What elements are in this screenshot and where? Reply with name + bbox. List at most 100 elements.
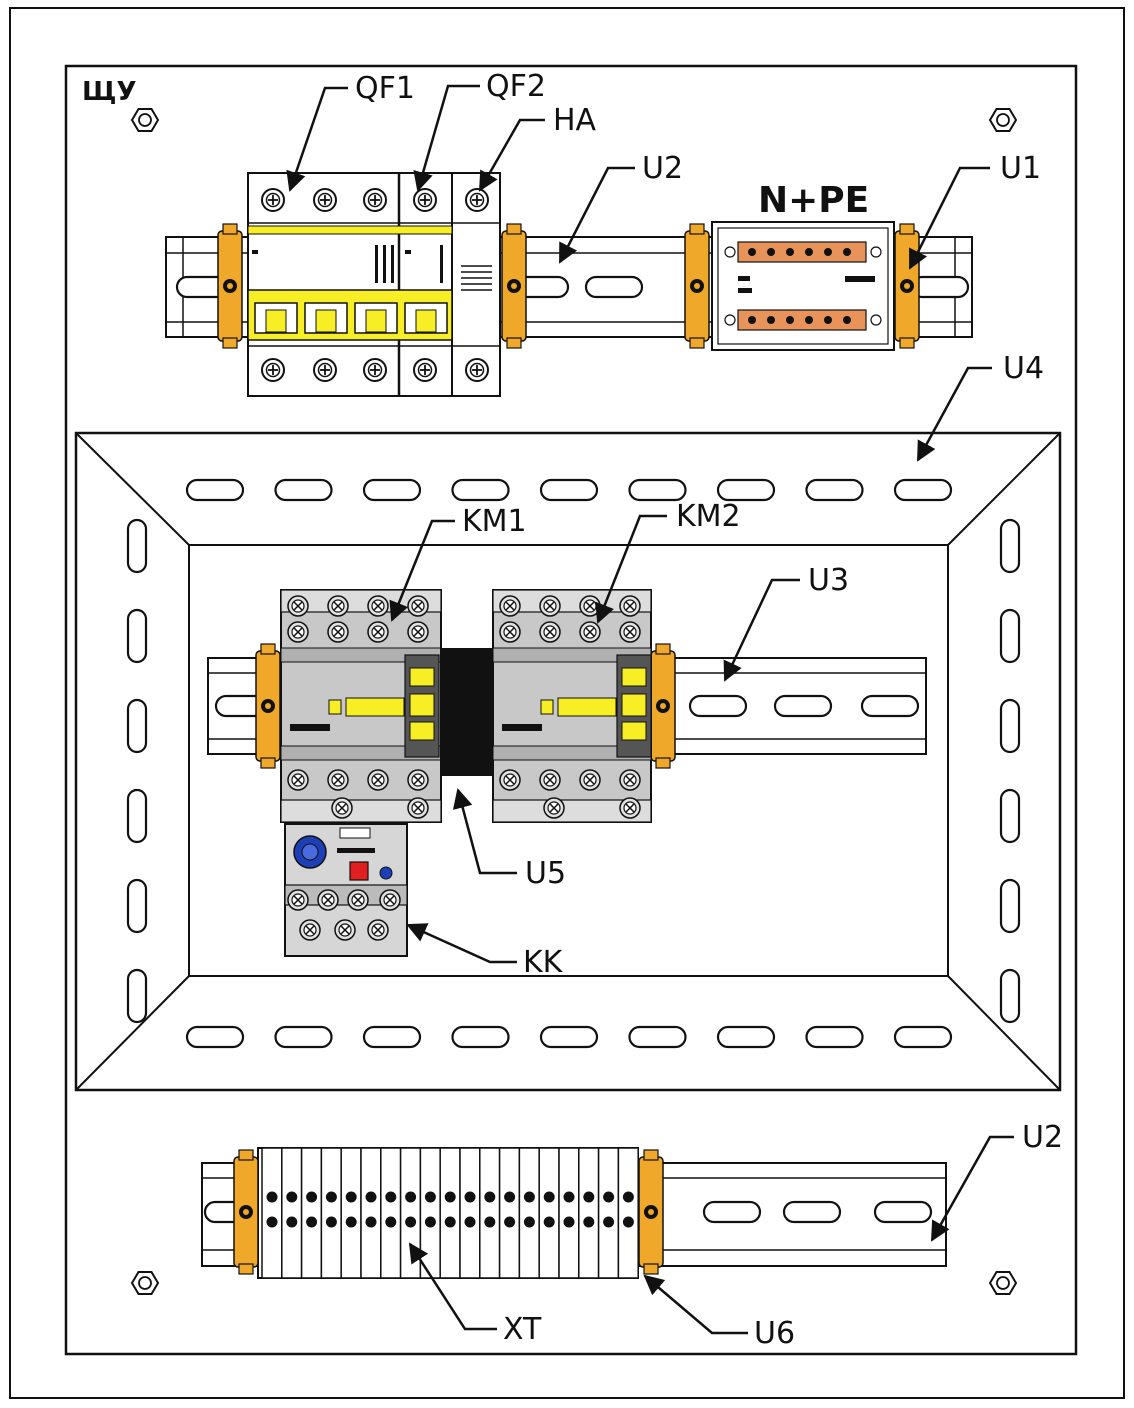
- terminal-screw: [266, 1216, 278, 1228]
- terminal-strip: [419, 1147, 441, 1279]
- terminal-screw: [345, 1191, 357, 1203]
- terminal-screw: [583, 1191, 595, 1203]
- tray-slot: [362, 478, 422, 502]
- terminal-screw: [345, 1216, 357, 1228]
- tray-slot: [451, 478, 510, 502]
- terminal-strip: [459, 1147, 481, 1279]
- terminal-screw: [622, 1216, 634, 1228]
- terminal-strip: [380, 1147, 402, 1279]
- contactor-km2: [492, 589, 652, 823]
- tray-slot: [805, 478, 864, 502]
- end-stop: [233, 1149, 259, 1275]
- terminal-screw: [385, 1191, 397, 1203]
- label-kk: KK: [523, 945, 564, 980]
- terminal-strip: [498, 1147, 521, 1279]
- terminal-screw: [484, 1191, 496, 1203]
- terminal-strip: [578, 1147, 600, 1279]
- label-xt: XT: [503, 1312, 542, 1347]
- terminal-screw: [306, 1191, 318, 1203]
- tray-slot: [126, 698, 148, 754]
- tray-slot: [539, 1025, 599, 1049]
- end-stop: [894, 223, 920, 349]
- tray-slot: [185, 478, 245, 502]
- label-ha: HA: [553, 103, 597, 138]
- end-stop: [684, 223, 710, 349]
- tray-slot: [716, 478, 776, 502]
- terminal-screw: [444, 1216, 456, 1228]
- tray-slot: [628, 1025, 687, 1049]
- terminal-screw: [266, 1191, 278, 1203]
- terminal-screw: [464, 1191, 476, 1203]
- tray-slot: [999, 878, 1021, 934]
- tray-slot: [362, 1025, 422, 1049]
- terminal-strip: [538, 1147, 560, 1279]
- terminal-screw: [444, 1191, 456, 1203]
- tray-slot: [893, 478, 953, 502]
- tray-slot: [999, 968, 1021, 1024]
- terminal-screw: [622, 1191, 634, 1203]
- terminal-strip: [479, 1147, 501, 1279]
- end-stop: [255, 643, 281, 769]
- terminal-block-xt: [257, 1147, 639, 1279]
- label-qf2: QF2: [486, 69, 546, 104]
- terminal-screw: [286, 1216, 298, 1228]
- corner-hex-nut: [131, 108, 159, 132]
- terminal-screw: [523, 1216, 535, 1228]
- tray-slot: [274, 1025, 333, 1049]
- tray-slot: [999, 698, 1021, 754]
- terminal-screw: [365, 1191, 377, 1203]
- thermal-relay-kk: [284, 823, 408, 957]
- tray-slot: [185, 1025, 245, 1049]
- tray-slot: [126, 518, 148, 574]
- terminal-screw: [563, 1216, 575, 1228]
- terminal-screw: [365, 1216, 377, 1228]
- tray-slot: [274, 478, 333, 502]
- terminal-screw: [424, 1191, 436, 1203]
- label-u5: U5: [525, 856, 566, 891]
- terminal-screw: [385, 1216, 397, 1228]
- terminal-strip: [281, 1147, 303, 1279]
- label-u2-top: U2: [642, 151, 683, 186]
- terminal-screw: [603, 1191, 615, 1203]
- corner-hex-nut: [989, 108, 1017, 132]
- tray-slot: [126, 608, 148, 664]
- terminal-screw: [484, 1216, 496, 1228]
- n-pe-busbar: [711, 221, 895, 351]
- label-qf1: QF1: [355, 71, 415, 106]
- leader-lines: [286, 84, 1014, 1335]
- terminal-strip: [300, 1147, 323, 1279]
- end-stop: [217, 223, 243, 349]
- tray-slot: [716, 1025, 776, 1049]
- terminal-screw: [543, 1191, 555, 1203]
- terminal-screw: [325, 1216, 337, 1228]
- circuit-breaker-block: [247, 172, 501, 397]
- tray-slot: [539, 478, 599, 502]
- insulator-u5: [440, 648, 493, 776]
- n-pe-label: N+PE: [758, 180, 869, 221]
- label-u1: U1: [1000, 151, 1041, 186]
- terminal-strip: [320, 1147, 342, 1279]
- terminal-screw: [325, 1191, 337, 1203]
- label-u2-bottom: U2: [1022, 1120, 1063, 1155]
- label-u3: U3: [808, 563, 849, 598]
- tray-slot: [999, 518, 1021, 574]
- tray-slot: [126, 788, 148, 844]
- tray-slot: [628, 478, 687, 502]
- terminal-screw: [405, 1216, 417, 1228]
- terminal-strip: [558, 1147, 580, 1279]
- end-stop: [650, 643, 676, 769]
- terminal-strip: [518, 1147, 540, 1279]
- label-u4: U4: [1003, 351, 1044, 386]
- terminal-strip: [597, 1147, 620, 1279]
- terminal-screw: [504, 1191, 516, 1203]
- tray-slot: [999, 788, 1021, 844]
- label-u6: U6: [754, 1316, 795, 1351]
- terminal-strip: [360, 1147, 382, 1279]
- tray-slot: [126, 878, 148, 934]
- tray-slot: [805, 1025, 864, 1049]
- terminal-screw: [464, 1216, 476, 1228]
- end-stop: [638, 1149, 664, 1275]
- terminal-screw: [306, 1216, 318, 1228]
